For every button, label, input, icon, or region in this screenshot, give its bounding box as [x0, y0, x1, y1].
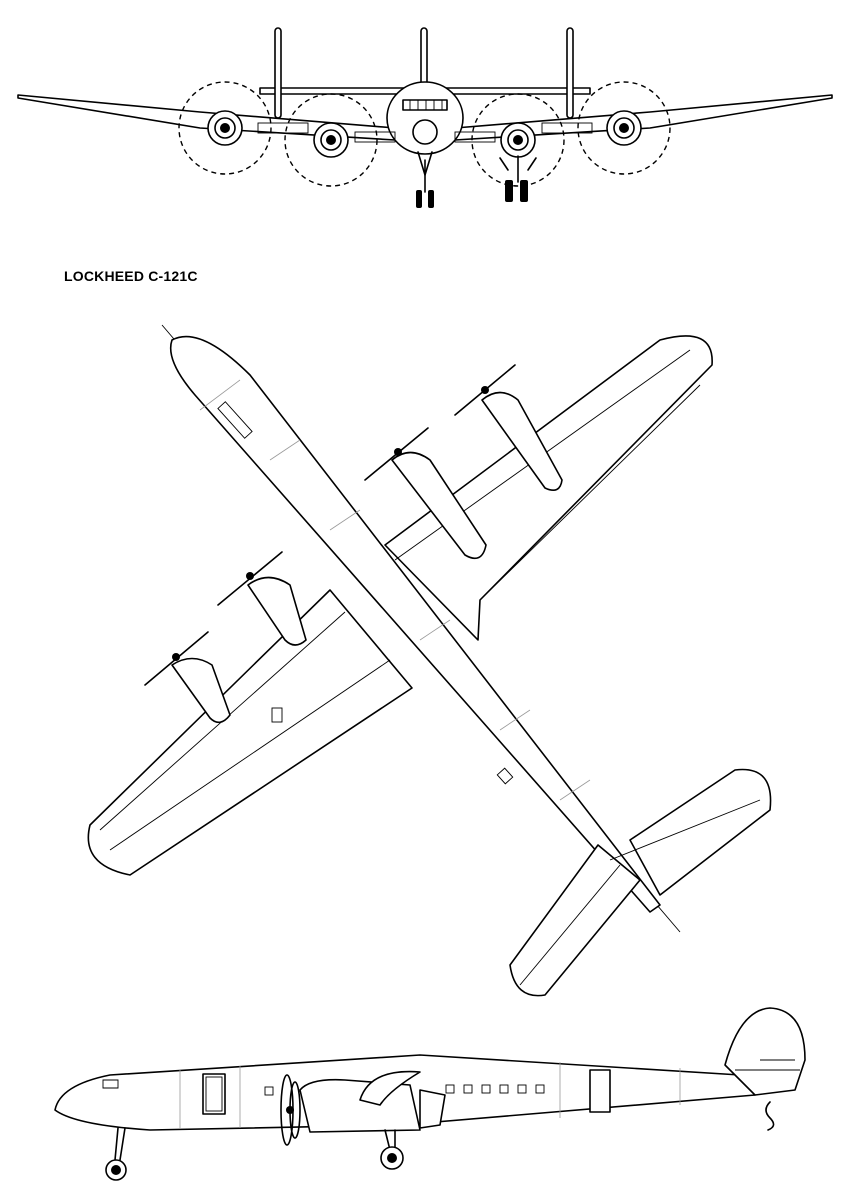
side-view-wing-and-engines	[280, 1070, 446, 1146]
top-view	[87, 324, 772, 997]
top-view-left-wing	[87, 589, 413, 876]
side-view-landing-gear	[105, 1101, 775, 1181]
front-view	[17, 27, 833, 208]
top-view-engine-3	[217, 551, 307, 646]
top-view-fuselage	[169, 335, 661, 913]
front-view-wing	[17, 94, 833, 141]
side-view	[54, 1007, 806, 1181]
side-view-doors-windows	[202, 1069, 611, 1115]
top-view-engine-1	[454, 364, 563, 491]
top-view-engine-2	[364, 427, 487, 560]
top-view-engine-4	[144, 631, 231, 724]
front-view-engines	[178, 81, 671, 187]
front-view-landing-gear	[416, 151, 537, 208]
page-title: LOCKHEED C-121C	[64, 268, 198, 284]
top-view-tail-upper	[629, 768, 772, 896]
front-view-fuselage	[386, 81, 464, 155]
